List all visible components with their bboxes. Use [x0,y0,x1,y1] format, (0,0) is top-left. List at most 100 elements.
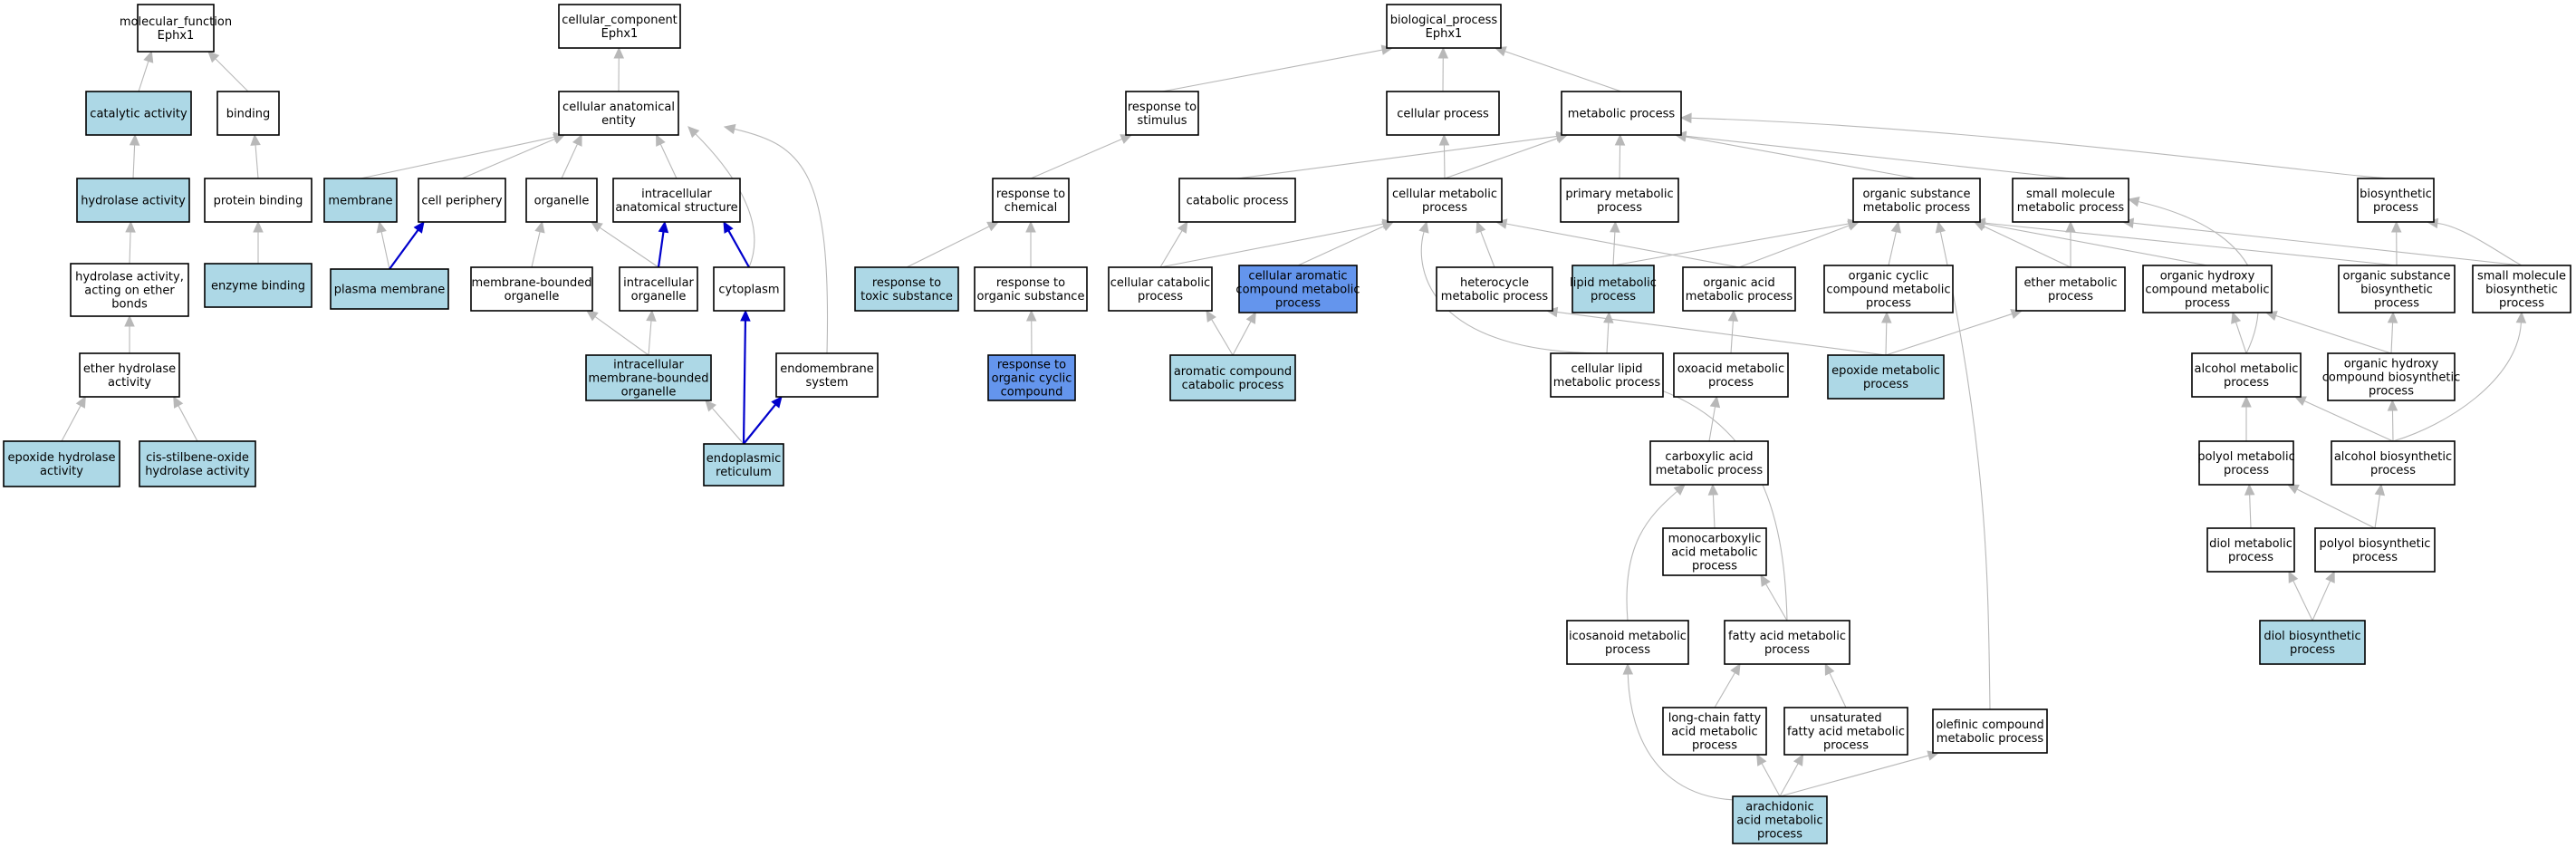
node-box [1108,266,1213,312]
node-label-line: compound metabolic [2145,284,2269,297]
go-term-node-enzbind[interactable]: enzyme binding [204,263,312,308]
edge-line [1690,117,2397,179]
go-term-node-plasmamem[interactable]: plasma membrane [330,268,449,310]
node-box [1682,266,1796,312]
go-term-node-cellper[interactable]: cell periphery [418,178,506,223]
go-term-node-organelle[interactable]: organelle [525,178,598,223]
go-term-node-binding[interactable]: binding [216,91,280,136]
edge-line [2235,322,2247,354]
node-box [525,178,598,223]
edge-line [1765,583,1788,622]
node-box [1572,265,1655,313]
edge-line [599,226,659,268]
go-term-node-membrane[interactable]: membrane [323,178,398,223]
arrowhead-icon [1438,133,1450,146]
edge-line [1505,223,1740,268]
arrowhead-icon [1025,220,1036,233]
go-term-node-catab[interactable]: catabolic process [1178,178,1296,223]
edge-protbind-to-binding [250,133,261,179]
edge-line [215,58,249,92]
node-label-line: binding [226,108,270,121]
edge-line [1885,322,1888,356]
edge-cae-to-cc [613,46,625,92]
edge-etherhyd-to-hydroether [124,314,135,353]
go-term-node-catalytic[interactable]: catalytic activity [85,91,192,136]
node-label-line: membrane [328,195,392,208]
edge-er-to-imbo [705,400,745,445]
go-term-node-cellproc[interactable]: cellular process [1386,91,1500,136]
node-box [558,91,679,136]
node-label-line: activity [108,376,151,390]
edge-orghydbio-to-orgsubbio [2387,311,2398,354]
edge-oxoacid-to-orgacid [1727,309,1739,354]
node-box [1436,266,1553,312]
node-label-line: process [1275,297,1321,311]
go-term-node-cytoplasm[interactable]: cytoplasm [713,266,785,312]
node-label-line: organelle [505,290,560,304]
node-box [619,266,698,312]
node-label-line: catabolic process [1187,195,1289,208]
go-term-node-protbind[interactable]: protein binding [204,178,312,223]
node-label-line: catabolic process [1182,379,1284,392]
edge-line [2390,322,2394,354]
node-label-line: process [2374,297,2419,311]
go-term-node-metab[interactable]: metabolic process [1561,91,1682,136]
go-term-node-hydrolase[interactable]: hydrolase activity [76,178,190,223]
edge-imbo-to-intorg [646,309,657,356]
edge-line [61,405,82,442]
